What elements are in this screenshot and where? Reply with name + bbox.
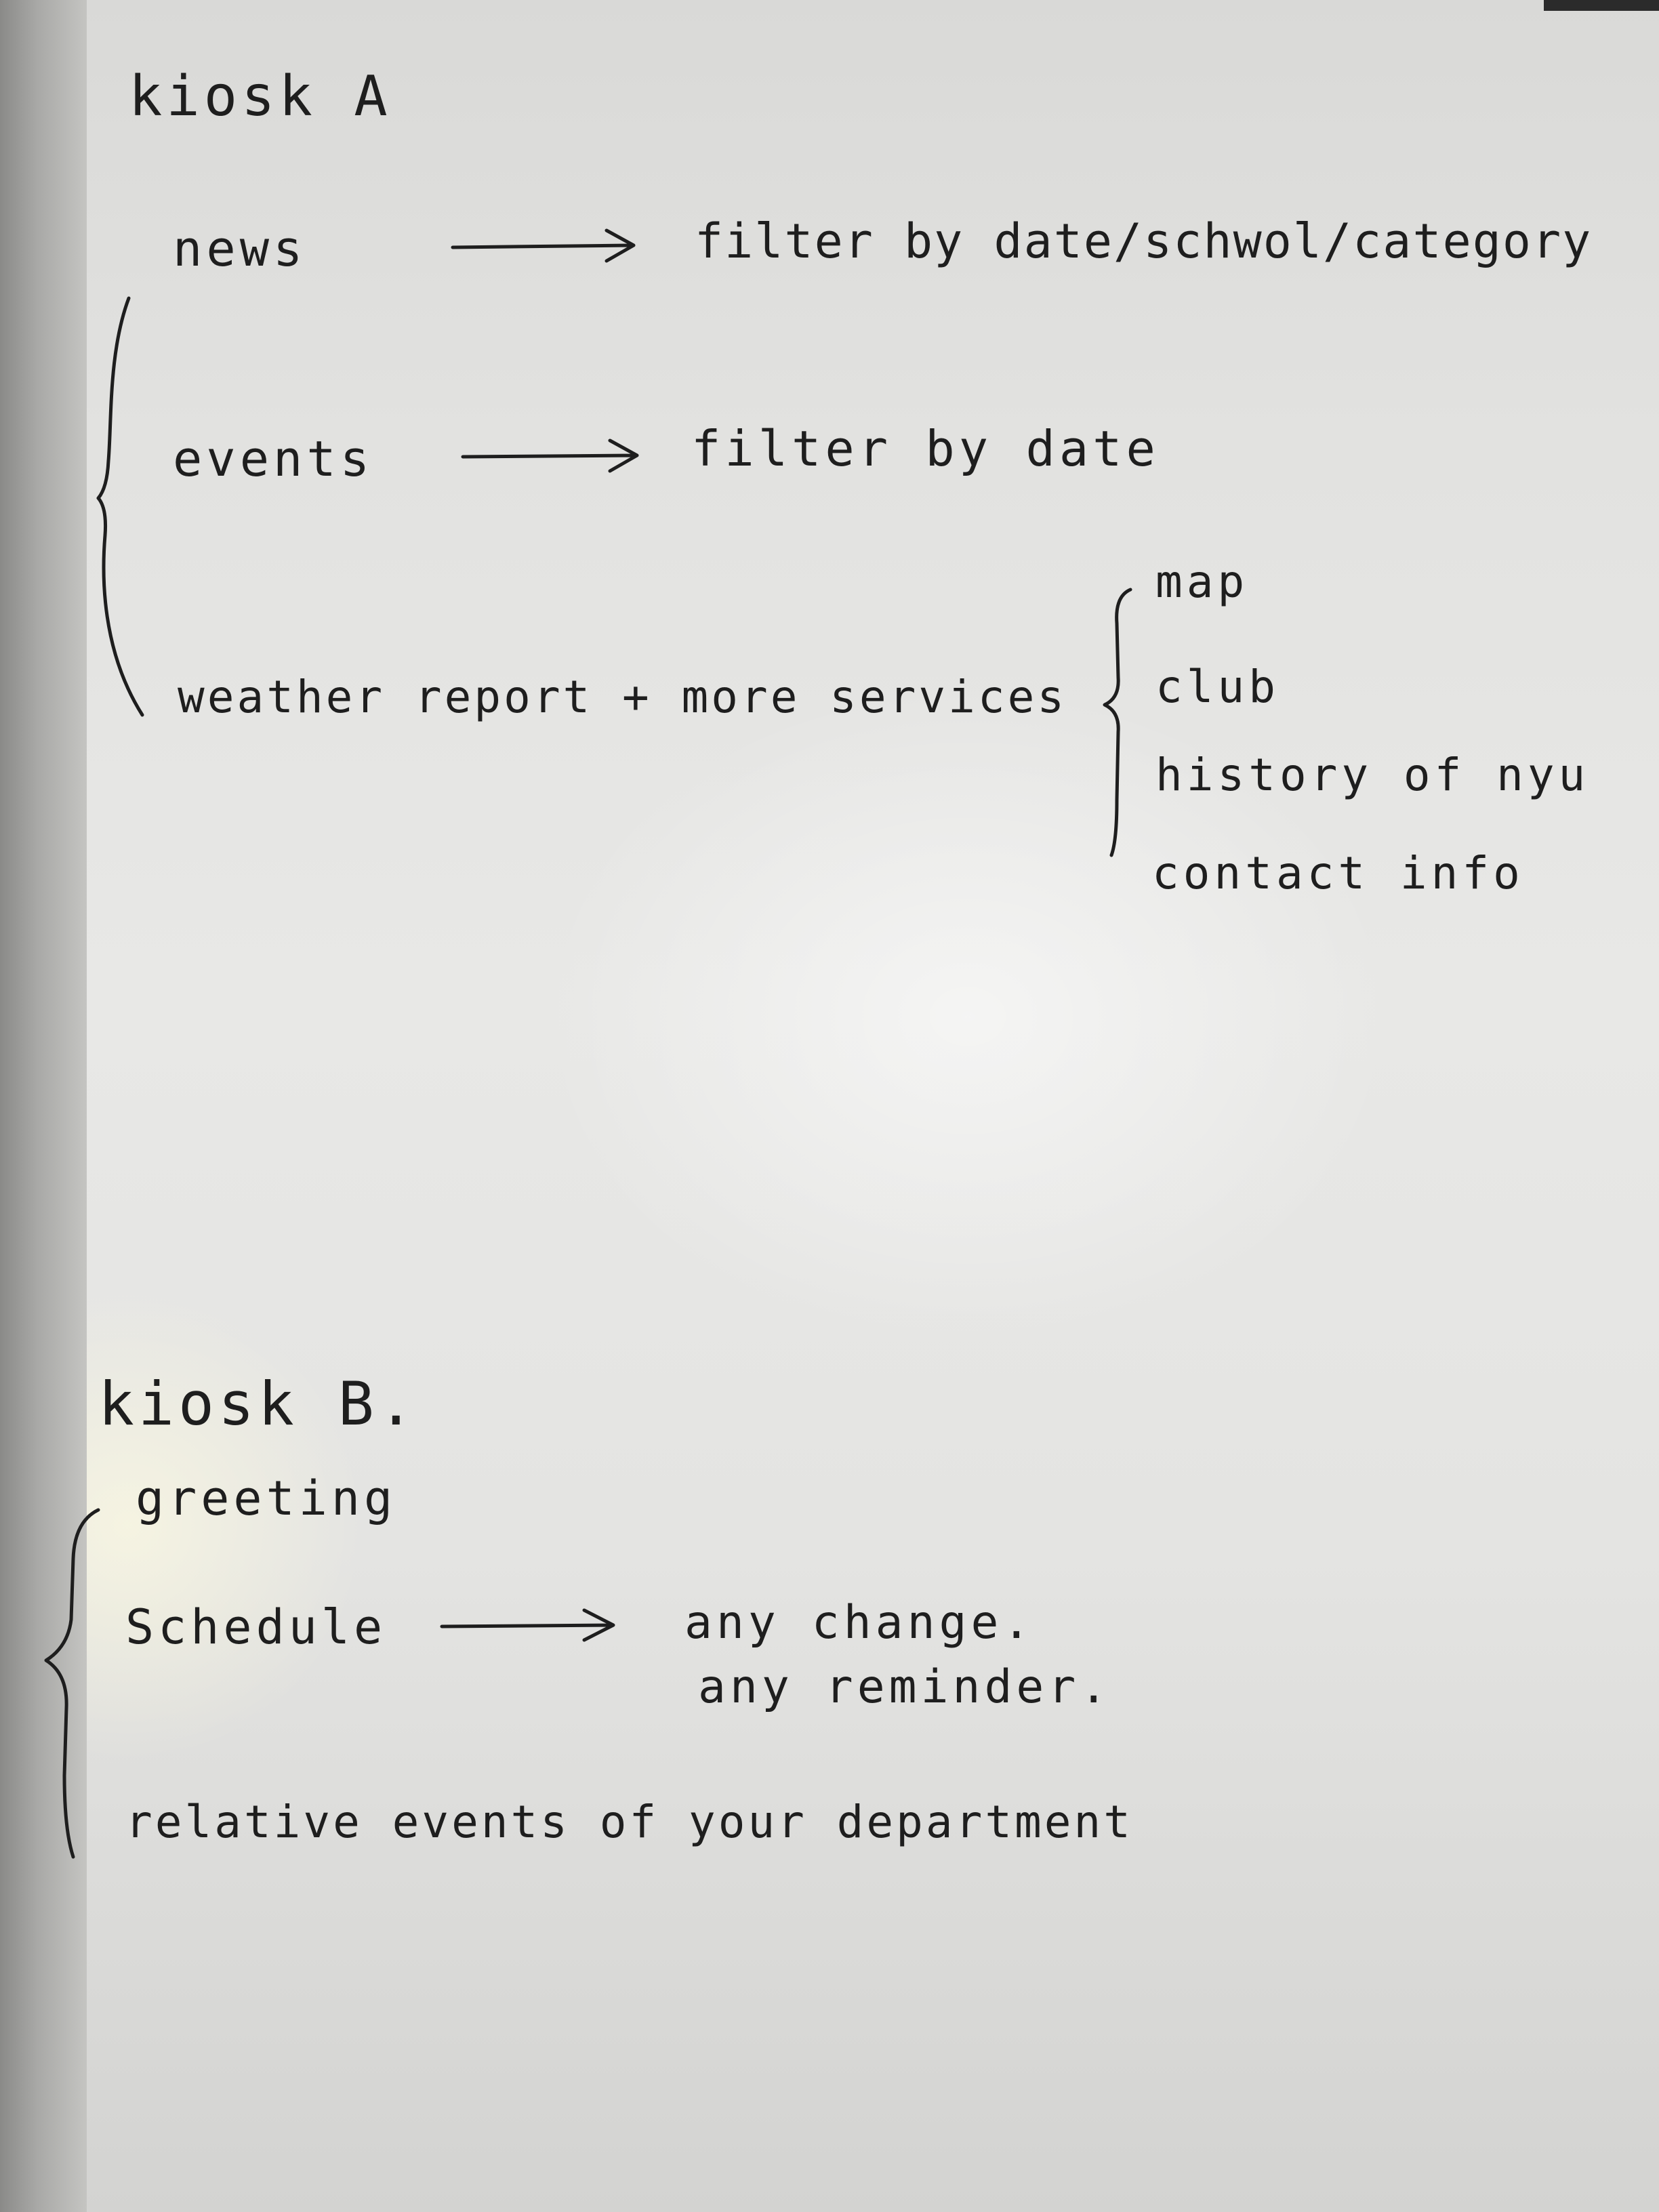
schedule-label: Schedule bbox=[125, 1599, 387, 1655]
service-contact: contact info bbox=[1152, 847, 1524, 899]
paper-sheet bbox=[87, 0, 1659, 2212]
schedule-arrow bbox=[440, 1608, 615, 1642]
notebook-left-edge bbox=[0, 0, 95, 2212]
events-arrow bbox=[461, 438, 639, 473]
service-map: map bbox=[1155, 556, 1249, 608]
kiosk-a-brace bbox=[96, 296, 144, 717]
news-filter-text: filter by date/schwol/category bbox=[695, 213, 1593, 269]
greeting-label: greeting bbox=[136, 1471, 397, 1526]
services-brace bbox=[1103, 588, 1132, 857]
weather-services-label: weather report + more services bbox=[178, 671, 1067, 723]
service-club: club bbox=[1155, 661, 1279, 713]
events-filter-text: filter by date bbox=[691, 420, 1160, 477]
schedule-detail-reminder: any reminder. bbox=[698, 1660, 1112, 1714]
schedule-detail-change: any change. bbox=[684, 1596, 1035, 1650]
events-label: events bbox=[173, 430, 374, 487]
news-arrow bbox=[451, 228, 636, 263]
service-history: history of nyu bbox=[1155, 749, 1590, 801]
relative-events-label: relative events of your department bbox=[125, 1796, 1134, 1848]
dark-corner bbox=[1544, 0, 1659, 11]
kiosk-a-title: kiosk A bbox=[129, 64, 392, 129]
news-label: news bbox=[173, 220, 307, 277]
kiosk-b-brace bbox=[44, 1508, 100, 1859]
kiosk-b-title: kiosk B. bbox=[98, 1369, 418, 1439]
